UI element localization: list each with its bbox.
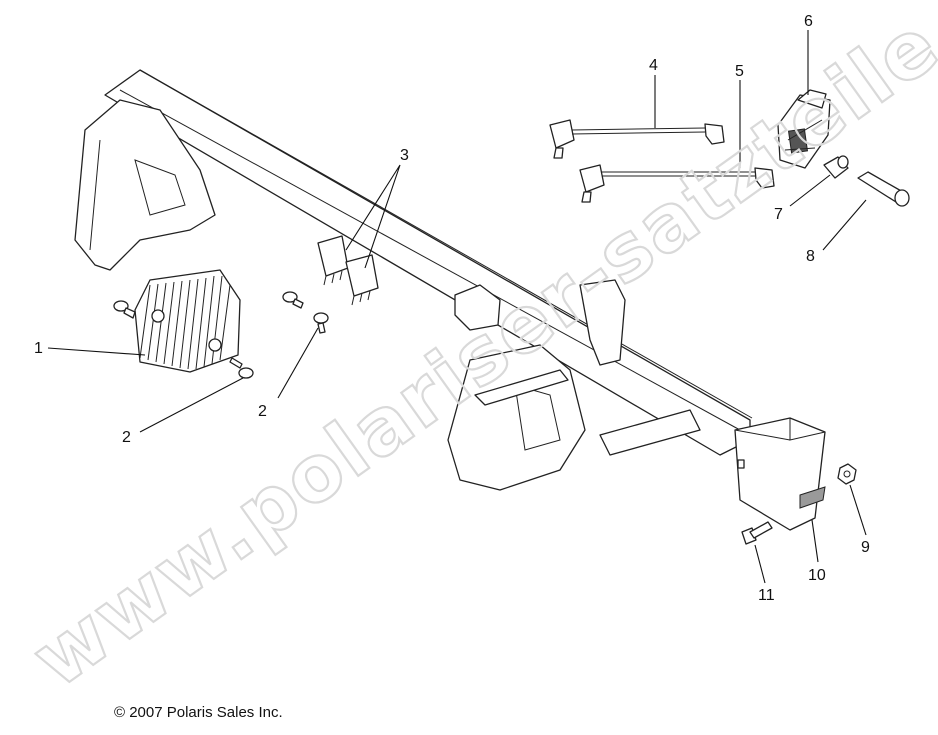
- callout-2-mid: 2: [258, 403, 267, 420]
- callout-4: 4: [649, 57, 658, 74]
- regulator-part-1: [134, 269, 241, 373]
- leader-lines: [47, 30, 867, 584]
- callout-3: 3: [400, 147, 409, 164]
- callout-1: 1: [34, 340, 43, 357]
- frame-assembly: [74, 69, 753, 491]
- sleeve-part-7: [823, 155, 849, 179]
- ecu-part-10: [734, 417, 826, 531]
- connector-part-6: [777, 89, 831, 169]
- sensor-part-5: [579, 164, 775, 203]
- nut-part-9: [837, 463, 857, 485]
- relay-part-3: [317, 235, 379, 306]
- callout-10: 10: [808, 567, 826, 584]
- callout-7: 7: [774, 206, 783, 223]
- screw-part-2: [113, 291, 329, 379]
- callout-labels: 1 2 2 3 4 5 6 7 8 9 10 11: [34, 13, 870, 604]
- callout-2-left: 2: [122, 429, 131, 446]
- sensor-part-4: [549, 119, 725, 159]
- callout-8: 8: [806, 248, 815, 265]
- callout-5: 5: [735, 63, 744, 80]
- pin-part-8: [857, 171, 910, 207]
- bolt-part-11: [741, 521, 773, 545]
- callout-6: 6: [804, 13, 813, 30]
- copyright-notice: © 2007 Polaris Sales Inc.: [114, 704, 283, 721]
- callout-9: 9: [861, 539, 870, 556]
- callout-11: 11: [758, 587, 775, 604]
